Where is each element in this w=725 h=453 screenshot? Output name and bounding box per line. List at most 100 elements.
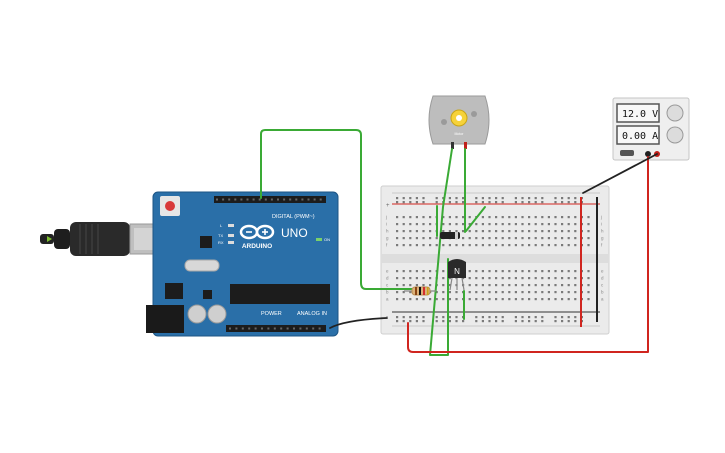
breadboard-hole[interactable]: [448, 316, 451, 319]
breadboard-hole[interactable]: [396, 270, 399, 273]
header-pin[interactable]: [234, 198, 237, 201]
breadboard-hole[interactable]: [574, 320, 577, 323]
breadboard-hole[interactable]: [508, 216, 511, 219]
breadboard-hole[interactable]: [442, 277, 445, 280]
breadboard-hole[interactable]: [415, 270, 418, 273]
breadboard-hole[interactable]: [541, 244, 544, 247]
breadboard-hole[interactable]: [587, 291, 590, 294]
breadboard-hole[interactable]: [567, 277, 570, 280]
breadboard-hole[interactable]: [415, 223, 418, 226]
breadboard-hole[interactable]: [481, 316, 484, 319]
breadboard-hole[interactable]: [402, 291, 405, 294]
breadboard-hole[interactable]: [415, 216, 418, 219]
breadboard-hole[interactable]: [409, 291, 412, 294]
breadboard-hole[interactable]: [422, 284, 425, 287]
breadboard-hole[interactable]: [455, 216, 458, 219]
breadboard-hole[interactable]: [481, 320, 484, 323]
breadboard-hole[interactable]: [561, 320, 564, 323]
breadboard-hole[interactable]: [409, 230, 412, 233]
breadboard-hole[interactable]: [541, 298, 544, 301]
breadboard-hole[interactable]: [541, 284, 544, 287]
breadboard-hole[interactable]: [547, 230, 550, 233]
breadboard-hole[interactable]: [574, 316, 577, 319]
power-analog-header[interactable]: [226, 325, 326, 332]
breadboard-hole[interactable]: [488, 277, 491, 280]
breadboard-hole[interactable]: [455, 197, 458, 200]
breadboard-hole[interactable]: [488, 197, 491, 200]
breadboard-hole[interactable]: [422, 270, 425, 273]
breadboard-hole[interactable]: [481, 291, 484, 294]
breadboard-hole[interactable]: [574, 284, 577, 287]
breadboard-hole[interactable]: [422, 223, 425, 226]
breadboard-hole[interactable]: [495, 316, 498, 319]
header-pin[interactable]: [293, 327, 295, 330]
breadboard-hole[interactable]: [488, 316, 491, 319]
breadboard-hole[interactable]: [508, 291, 511, 294]
breadboard-hole[interactable]: [462, 197, 465, 200]
breadboard-hole[interactable]: [541, 223, 544, 226]
breadboard-hole[interactable]: [409, 320, 412, 323]
breadboard-hole[interactable]: [534, 216, 537, 219]
breadboard-hole[interactable]: [587, 216, 590, 219]
digital-header[interactable]: [214, 196, 326, 203]
breadboard-hole[interactable]: [528, 223, 531, 226]
breadboard-hole[interactable]: [561, 270, 564, 273]
breadboard-hole[interactable]: [415, 298, 418, 301]
breadboard-hole[interactable]: [514, 201, 517, 204]
breadboard-hole[interactable]: [541, 197, 544, 200]
breadboard-hole[interactable]: [442, 216, 445, 219]
breadboard-hole[interactable]: [541, 230, 544, 233]
breadboard-hole[interactable]: [501, 223, 504, 226]
breadboard-hole[interactable]: [521, 230, 524, 233]
breadboard-hole[interactable]: [402, 237, 405, 240]
breadboard-hole[interactable]: [429, 277, 432, 280]
breadboard-hole[interactable]: [521, 197, 524, 200]
breadboard-hole[interactable]: [488, 270, 491, 273]
breadboard-hole[interactable]: [534, 320, 537, 323]
breadboard-hole[interactable]: [468, 244, 471, 247]
negative-terminal[interactable]: [645, 151, 651, 157]
breadboard-hole[interactable]: [402, 201, 405, 204]
breadboard-hole[interactable]: [396, 320, 399, 323]
breadboard-hole[interactable]: [574, 216, 577, 219]
breadboard-hole[interactable]: [402, 320, 405, 323]
breadboard-hole[interactable]: [409, 237, 412, 240]
breadboard-hole[interactable]: [495, 223, 498, 226]
breadboard-hole[interactable]: [567, 216, 570, 219]
header-pin[interactable]: [240, 198, 243, 201]
breadboard-hole[interactable]: [442, 197, 445, 200]
breadboard-hole[interactable]: [481, 298, 484, 301]
header-pin[interactable]: [277, 198, 279, 201]
breadboard-hole[interactable]: [521, 277, 524, 280]
breadboard-hole[interactable]: [429, 298, 432, 301]
breadboard-hole[interactable]: [488, 284, 491, 287]
breadboard-hole[interactable]: [422, 201, 425, 204]
breadboard-hole[interactable]: [554, 316, 557, 319]
breadboard-hole[interactable]: [587, 244, 590, 247]
breadboard-hole[interactable]: [501, 230, 504, 233]
breadboard-hole[interactable]: [554, 284, 557, 287]
breadboard-hole[interactable]: [501, 284, 504, 287]
breadboard-hole[interactable]: [468, 230, 471, 233]
breadboard-hole[interactable]: [567, 201, 570, 204]
breadboard-hole[interactable]: [475, 316, 478, 319]
breadboard-hole[interactable]: [415, 277, 418, 280]
breadboard-hole[interactable]: [422, 298, 425, 301]
breadboard-hole[interactable]: [528, 298, 531, 301]
breadboard-hole[interactable]: [554, 223, 557, 226]
transistor[interactable]: N: [448, 259, 466, 291]
breadboard-hole[interactable]: [561, 298, 564, 301]
breadboard-hole[interactable]: [429, 216, 432, 219]
breadboard-hole[interactable]: [521, 284, 524, 287]
breadboard-hole[interactable]: [587, 237, 590, 240]
breadboard-hole[interactable]: [475, 197, 478, 200]
breadboard-hole[interactable]: [448, 284, 451, 287]
breadboard-hole[interactable]: [455, 201, 458, 204]
breadboard-hole[interactable]: [501, 201, 504, 204]
breadboard-hole[interactable]: [422, 237, 425, 240]
breadboard-hole[interactable]: [547, 291, 550, 294]
breadboard-hole[interactable]: [554, 230, 557, 233]
breadboard-hole[interactable]: [561, 237, 564, 240]
breadboard-hole[interactable]: [495, 197, 498, 200]
breadboard-hole[interactable]: [396, 223, 399, 226]
